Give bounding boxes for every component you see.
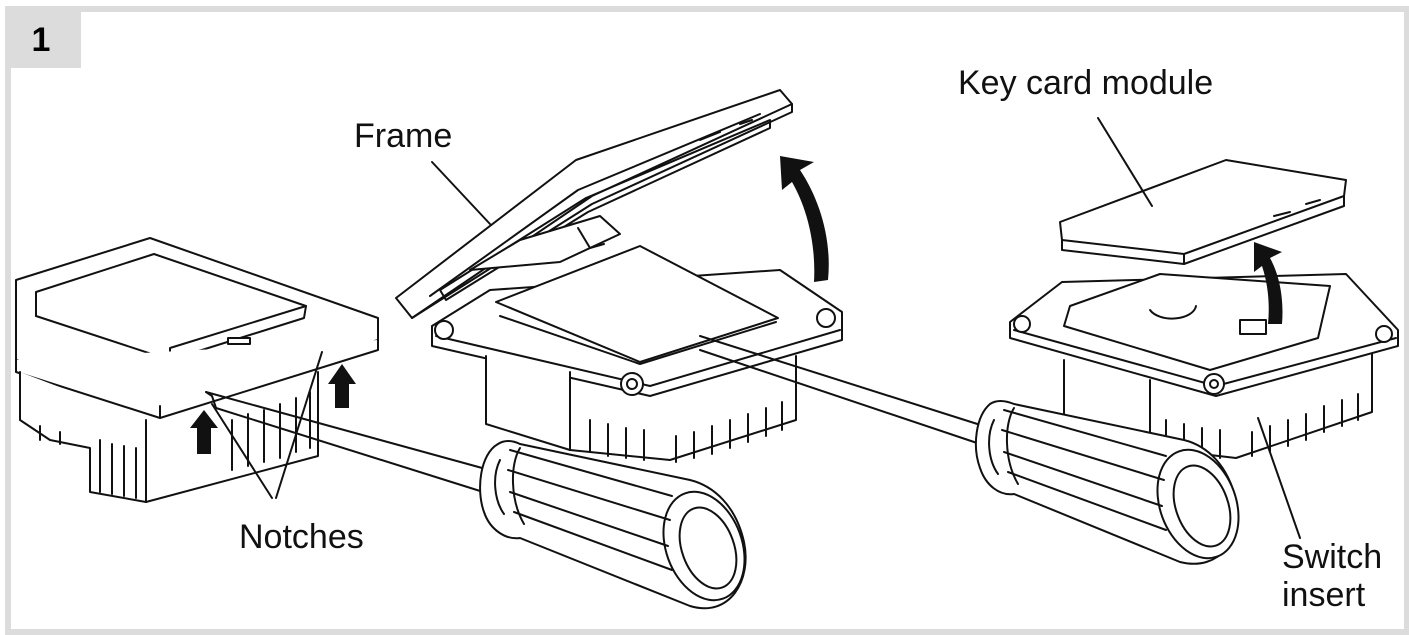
notches-leader-line bbox=[211, 403, 273, 499]
key-card-leader-line bbox=[1097, 117, 1153, 207]
figure-border bbox=[5, 6, 1409, 635]
screwdriver-left bbox=[205, 391, 747, 610]
up-arrow-icon bbox=[328, 364, 356, 408]
up-arrow-icon bbox=[190, 410, 218, 454]
notches-label: Notches bbox=[239, 518, 364, 556]
assembled-switch bbox=[15, 237, 379, 503]
curved-lift-arrow-icon bbox=[1254, 242, 1283, 324]
step-number-badge: 1 bbox=[11, 12, 81, 68]
lift-arrows bbox=[190, 364, 356, 454]
switch-insert-leader-line bbox=[1257, 417, 1301, 539]
frame-label: Frame bbox=[354, 117, 453, 155]
key-card-module-label: Key card module bbox=[958, 64, 1214, 102]
middle-assembly bbox=[395, 89, 843, 463]
switch-insert-label-line2: insert bbox=[1282, 576, 1366, 614]
screwdriver-right bbox=[699, 335, 1240, 565]
curved-lift-arrow-icon bbox=[780, 156, 829, 282]
notches-leader-line bbox=[275, 351, 323, 499]
frame-leader-line bbox=[431, 161, 491, 225]
switch-insert-label: Switch insert bbox=[1282, 538, 1382, 614]
leader-lines bbox=[211, 117, 1301, 539]
switch-insert-label-line1: Switch bbox=[1282, 538, 1383, 576]
right-assembly bbox=[1009, 159, 1399, 459]
